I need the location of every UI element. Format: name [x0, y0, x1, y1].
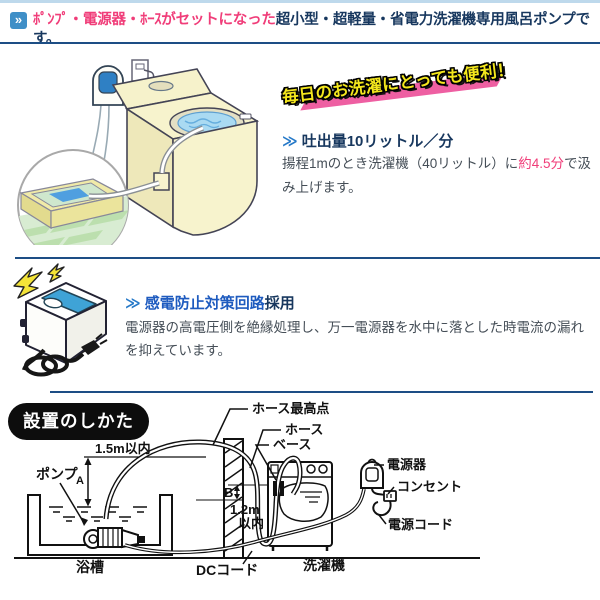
- banner-text: 毎日のお洗濯にとっても便利！: [281, 60, 515, 107]
- flow-heading: ≫吐出量10リットル／分: [282, 130, 453, 151]
- chevron-icon: ≫: [282, 133, 298, 150]
- diagram-labels: 1.5m以内 ポンプ A B 1.2m 以内 ホース最高点 ホース ベース 電源…: [36, 401, 462, 578]
- label-dc-cord: DCコード: [196, 562, 258, 578]
- label-dim-depth2: 以内: [238, 516, 264, 531]
- flow-body-post: で汲み上げます。: [282, 156, 592, 196]
- bathtub-vignette: [17, 149, 129, 245]
- banner: 毎日のお洗濯にとっても便利！: [281, 60, 598, 122]
- label-pump-mark: A: [76, 475, 84, 487]
- installation-diagram: 1.5m以内 ポンプ A B 1.2m 以内 ホース最高点 ホース ベース 電源…: [14, 401, 480, 578]
- page-top-border: [0, 0, 600, 3]
- label-hose-peak: ホース最高点: [252, 401, 329, 416]
- double-arrow-badge-icon: »: [10, 12, 27, 29]
- label-dim-height: 1.5m以内: [95, 441, 151, 456]
- page-title: ﾎﾟﾝﾌﾟ・電源器・ﾎｰｽがセットになった超小型・超軽量・省電力洗濯機専用風呂ポ…: [33, 11, 598, 49]
- flow-body: 揚程1mのとき洗濯機（40リットル）に約4.5分で汲み上げます。: [282, 152, 598, 200]
- divider: [50, 391, 593, 393]
- dc-cord: [124, 488, 366, 555]
- leader-lines: [59, 408, 395, 565]
- diagram-power-unit: [360, 458, 397, 517]
- label-dim-b: B: [224, 485, 233, 500]
- label-power-unit: 電源器: [387, 457, 427, 472]
- title-highlight: ﾎﾟﾝﾌﾟ・電源器・ﾎｰｽがセットになった: [33, 12, 276, 28]
- label-base: ベース: [273, 437, 311, 452]
- label-washer: 洗濯機: [303, 557, 345, 573]
- pump-arrowhead: [80, 517, 88, 526]
- page-header: » ﾎﾟﾝﾌﾟ・電源器・ﾎｰｽがセットになった超小型・超軽量・省電力洗濯機専用風…: [10, 11, 598, 49]
- hose-illustration: [88, 125, 205, 200]
- label-power-cord: 電源コード: [388, 517, 453, 532]
- water-level-marks: [49, 506, 147, 522]
- divider: [15, 257, 600, 259]
- power-cord-icon: [22, 333, 108, 377]
- power-box-body: [20, 282, 107, 364]
- diagram-pump: [83, 527, 145, 549]
- washer-scene-illustration: [17, 59, 260, 245]
- washing-machine-illustration: [111, 68, 260, 236]
- flow-body-highlight: 約4.5分: [518, 156, 565, 171]
- label-bathtub: 浴槽: [76, 559, 104, 575]
- label-pump: ポンプ: [36, 466, 79, 482]
- label-outlet: コンセント: [397, 479, 462, 494]
- safety-heading-rest: 採用: [264, 295, 295, 312]
- label-dim-depth: 1.2m: [230, 502, 260, 517]
- safety-heading: ≫感電防止対策回路採用: [125, 292, 295, 313]
- dimension-1-5m: [84, 456, 206, 507]
- safety-heading-blue: 感電防止対策回路: [144, 295, 265, 312]
- label-hose: ホース: [285, 422, 323, 437]
- power-unit-icon: [86, 65, 124, 194]
- flow-heading-text: 吐出量10リットル／分: [301, 133, 454, 150]
- diagram-hose: [103, 439, 303, 547]
- install-title-pill: 設置のしかた: [8, 403, 149, 440]
- divider: [0, 42, 600, 44]
- flow-body-pre: 揚程1mのとき洗濯機（40リットル）に: [282, 156, 519, 171]
- power-box-illustration: [13, 263, 108, 377]
- chevron-icon: ≫: [125, 295, 141, 312]
- bathtub-outline: [27, 494, 173, 556]
- safety-body: 電源器の高電圧側を絶縁処理し、万一電源器を水中に落とした時電流の漏れを抑えていま…: [125, 320, 584, 359]
- base-clamp: [273, 481, 277, 496]
